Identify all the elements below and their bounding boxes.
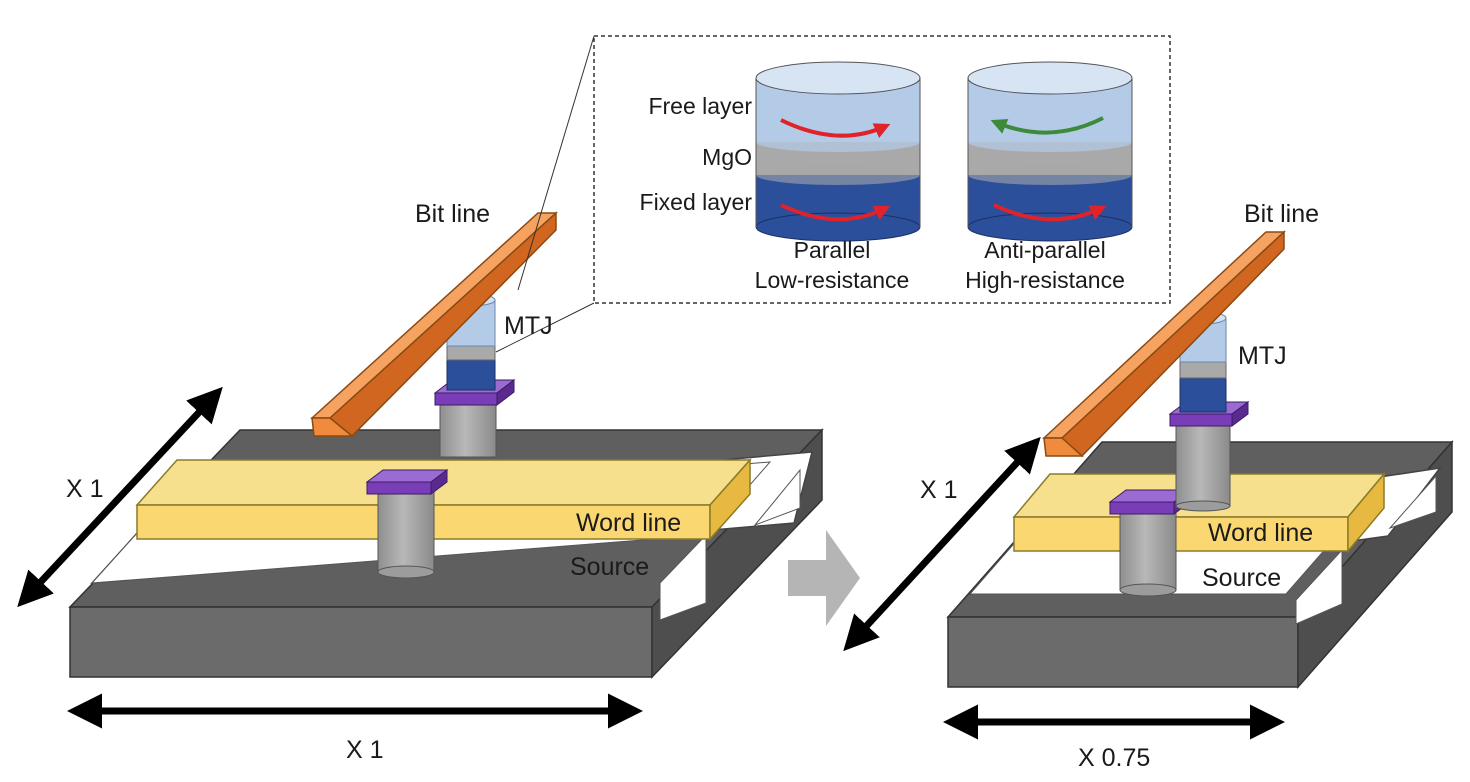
antiparallel-state-label: Anti-parallel — [984, 237, 1105, 263]
antiparallel-resistance-label: High-resistance — [965, 267, 1125, 293]
left-bottom-via — [365, 469, 449, 579]
right-depth-scale-label: X 1 — [920, 476, 958, 504]
parallel-free-arrow — [780, 118, 891, 138]
antiparallel-mtj — [967, 61, 1133, 242]
free-layer-label: Free layer — [648, 93, 752, 119]
right-mtj-stack — [1168, 311, 1250, 512]
right-source-label: Source — [1202, 564, 1281, 592]
right-word-line-label: Word line — [1208, 519, 1313, 547]
left-bit-line-label: Bit line — [415, 200, 490, 228]
right-width-scale-label: X 0.75 — [1078, 744, 1150, 772]
inset-box: Free layer MgO Fixed layer Parallel Low-… — [495, 35, 1171, 353]
inset-zoom-line-left — [517, 35, 595, 291]
parallel-fixed-arrow — [780, 203, 891, 222]
antiparallel-free-arrow — [990, 116, 1104, 135]
antiparallel-fixed-arrow — [993, 203, 1107, 222]
right-bit-line-label: Bit line — [1244, 200, 1319, 228]
right-bit-line — [1042, 230, 1286, 458]
right-bottom-via — [1108, 489, 1192, 597]
left-word-line-label: Word line — [576, 509, 681, 537]
left-mtj-label: MTJ — [504, 312, 553, 340]
left-source-label: Source — [570, 553, 649, 581]
right-mtj-label: MTJ — [1238, 342, 1287, 370]
inset-zoom-line-right — [495, 302, 595, 353]
left-depth-scale-label: X 1 — [66, 475, 104, 503]
right-depth-arrow — [843, 436, 1041, 652]
right-cell — [843, 230, 1454, 740]
fixed-layer-label: Fixed layer — [640, 189, 753, 215]
parallel-state-label: Parallel — [794, 237, 871, 263]
left-bit-line — [310, 211, 558, 438]
left-cell — [17, 211, 824, 729]
parallel-resistance-label: Low-resistance — [755, 267, 910, 293]
left-width-scale-label: X 1 — [346, 736, 384, 764]
mgo-label: MgO — [702, 144, 752, 170]
left-depth-arrow — [17, 386, 223, 608]
scaling-transition-arrow — [788, 530, 860, 626]
parallel-mtj — [755, 61, 921, 242]
